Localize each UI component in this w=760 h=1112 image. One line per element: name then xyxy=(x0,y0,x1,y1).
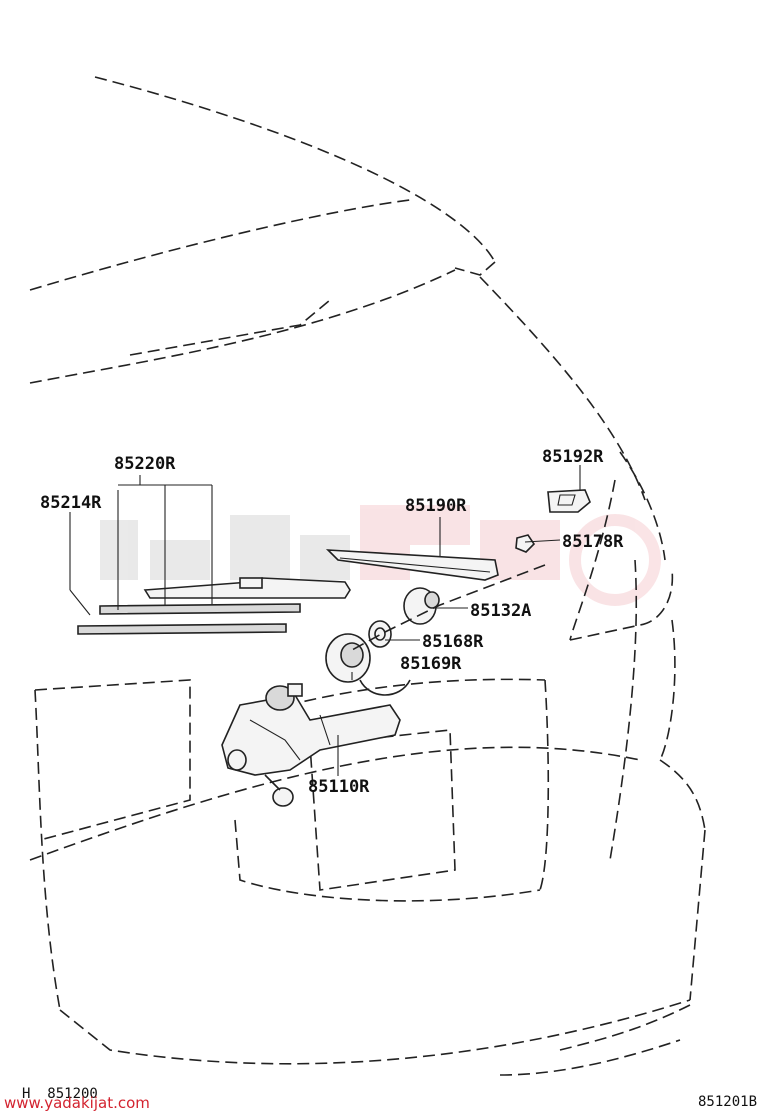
grommet-part xyxy=(325,633,371,683)
leader-lines xyxy=(69,465,581,776)
label-85178R: 85178R xyxy=(562,532,624,552)
label-85192R: 85192R xyxy=(542,447,604,467)
wiper-motor-part xyxy=(221,683,401,807)
grommet-callout-arc xyxy=(359,679,411,696)
wiper-arm xyxy=(325,549,499,581)
label-85110R: 85110R xyxy=(308,777,370,797)
label-85214R: 85214R xyxy=(40,493,102,513)
label-85132A: 85132A xyxy=(470,601,531,621)
label-85169R: 85169R xyxy=(400,654,462,674)
label-85220R: 85220R xyxy=(114,454,176,474)
clip-part xyxy=(547,489,591,513)
cap-part xyxy=(403,587,440,625)
label-85168R: 85168R xyxy=(422,632,484,652)
nut-part xyxy=(515,534,536,553)
assembly-guide-line xyxy=(351,564,546,651)
section-code: H 851200 xyxy=(22,1086,98,1102)
label-85190R: 85190R xyxy=(405,496,467,516)
washer-part xyxy=(368,620,392,648)
watermark-url: www.yadakijat.com xyxy=(4,1094,150,1112)
wiper-blade-assembly xyxy=(77,577,351,635)
figure-id: 851201B xyxy=(698,1094,757,1110)
